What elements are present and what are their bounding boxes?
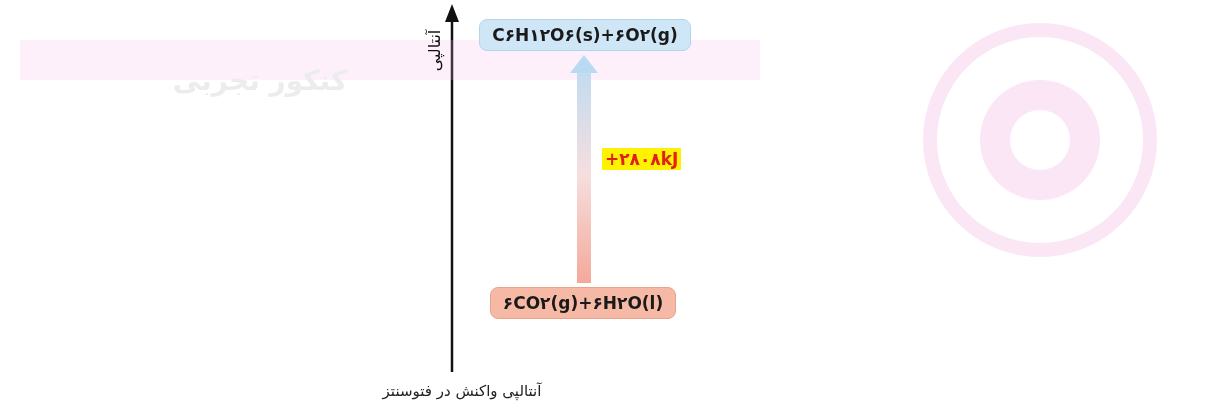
reaction-box: C۶H۱۲O۶(s)+۶O۲(g) [479,19,690,51]
enthalpy-value: +۲۸۰۸kJ [602,148,681,170]
reaction-arrow [570,55,598,283]
axis-arrowhead [445,4,459,22]
arrow-shaft [577,73,591,283]
reaction-box: ۶CO۲(g)+۶H۲O(l) [490,287,676,319]
watermark: کنکور تجربی [173,64,347,97]
axis-label: آنتالپی [425,29,444,71]
chemical-formula: C۶H۱۲O۶(s)+۶O۲(g) [492,25,677,45]
chemical-formula: ۶CO۲(g)+۶H۲O(l) [503,293,663,313]
figure-caption: آنتالپی واکنش در فتوسنتز [383,382,542,400]
arrowhead [570,55,598,73]
